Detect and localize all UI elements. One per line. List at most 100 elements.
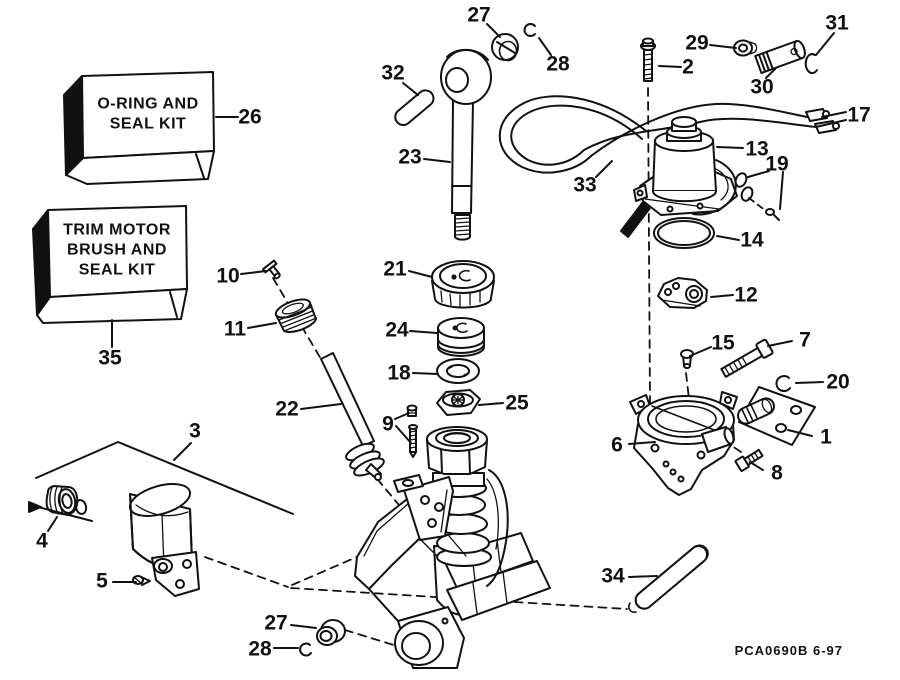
callout-15: 15 [711, 332, 735, 355]
kit-box-label-trim-motor-brush-seal-kit: BRUSH AND [67, 242, 167, 259]
callout-19: 19 [765, 153, 788, 176]
callout-29: 29 [685, 32, 708, 55]
callout-leader-19 [779, 171, 784, 210]
callout-leader-17 [815, 119, 847, 128]
callout-leader-15 [689, 346, 712, 357]
callout-leader-9 [395, 425, 412, 444]
reservoir-assembly [28, 483, 200, 597]
callout-leader-4 [47, 516, 58, 532]
manifold-screw [734, 448, 764, 472]
callout-6: 6 [611, 434, 623, 457]
bleed-screws [406, 404, 418, 458]
callout-leader-27 [486, 23, 501, 38]
threaded-plug [274, 298, 318, 333]
callout-26: 26 [238, 106, 261, 129]
grommet [733, 39, 758, 57]
retaining-ring-bottom [299, 642, 312, 657]
reservoir-screw [132, 575, 151, 586]
rod-bushing-top [491, 33, 519, 62]
callout-leader-12 [710, 294, 734, 298]
hex-nut [436, 389, 481, 416]
piston [437, 317, 485, 357]
wire-terminals [805, 108, 840, 134]
callout-24: 24 [385, 319, 409, 342]
motor-oring [653, 217, 715, 249]
eye-bushing [316, 619, 346, 646]
callout-leader-6 [628, 441, 656, 445]
callout-20: 20 [826, 371, 849, 394]
callout-leader-21 [408, 270, 433, 278]
callout-leader-33 [595, 160, 613, 178]
manifold-bolt [720, 338, 774, 378]
kit-box-label-oring-seal-kit: SEAL KIT [110, 116, 187, 133]
callout-18: 18 [387, 362, 411, 385]
callout-27: 27 [467, 4, 490, 27]
callout-28: 28 [546, 53, 570, 76]
snap-ring [775, 375, 791, 393]
callout-leader-25 [478, 402, 504, 406]
kit-box-labels: O-RING AND SEAL KIT TRIM MOTOR BRUSH AND SEA… [63, 96, 198, 279]
cylinder-housing [354, 426, 551, 669]
callout-leader-13 [716, 146, 744, 149]
trim-motor-brush-seal-kit-box [32, 205, 188, 324]
callout-leader-7 [767, 340, 793, 347]
kit-box-label-oring-seal-kit: O-RING AND [97, 96, 198, 113]
motor-bolt [640, 37, 656, 82]
callout-23: 23 [398, 146, 421, 169]
callout-leader-2 [658, 65, 682, 68]
callout-leader-19 [748, 197, 767, 212]
callout-25: 25 [505, 392, 529, 415]
callout-35: 35 [98, 347, 122, 370]
callout-33: 33 [573, 174, 596, 197]
callout-leader-20 [795, 381, 824, 384]
callout-leader-24 [409, 330, 438, 334]
callout-leader-11 [247, 322, 277, 329]
check-valve-plug [680, 349, 694, 369]
callout-4: 4 [36, 530, 48, 553]
callout-leader-28 [538, 37, 552, 56]
callout-21: 21 [383, 258, 407, 281]
callout-1: 1 [820, 426, 832, 449]
gasket-plate-valve [737, 386, 816, 446]
filter-valve [754, 39, 806, 74]
callout-7: 7 [799, 329, 811, 352]
callout-2: 2 [682, 56, 694, 79]
callout-leader-30 [765, 67, 777, 79]
callout-leader-14 [716, 235, 740, 241]
kit-box-label-trim-motor-brush-seal-kit: TRIM MOTOR [63, 222, 171, 239]
tilt-pin [628, 544, 709, 613]
shock-rod [320, 352, 385, 481]
callout-leader-10 [240, 270, 267, 275]
retaining-ring-top [523, 23, 536, 37]
callout-leader-34 [628, 575, 658, 578]
callout-12: 12 [734, 284, 757, 307]
diagram-line-art [28, 23, 840, 669]
callout-11: 11 [224, 318, 247, 341]
kit-box-label-trim-motor-brush-seal-kit: SEAL KIT [79, 262, 156, 279]
pivot-pin [394, 89, 435, 126]
oring-small [804, 53, 818, 75]
reservoir-bushing [28, 485, 93, 522]
callout-14: 14 [740, 229, 764, 252]
callout-30: 30 [750, 76, 773, 99]
callout-leader-3 [173, 442, 192, 461]
callout-28: 28 [248, 638, 272, 661]
piston-rod [440, 48, 492, 241]
group-3-boundary-line [35, 441, 294, 515]
callout-leader-17 [821, 111, 847, 118]
callout-3: 3 [189, 420, 201, 443]
callout-leader-18 [412, 372, 439, 375]
callout-leader-8 [749, 461, 764, 471]
pump-manifold [629, 391, 738, 496]
callout-leader-22 [300, 403, 342, 410]
callout-13: 13 [745, 138, 768, 161]
pump-filter [657, 277, 708, 309]
figure-code: PCA0690B 6-97 [735, 643, 843, 658]
callout-leader-23 [423, 158, 451, 163]
callout-9: 9 [382, 413, 394, 436]
callout-leader-9 [394, 412, 410, 420]
callout-22: 22 [275, 398, 298, 421]
callout-10: 10 [216, 265, 239, 288]
